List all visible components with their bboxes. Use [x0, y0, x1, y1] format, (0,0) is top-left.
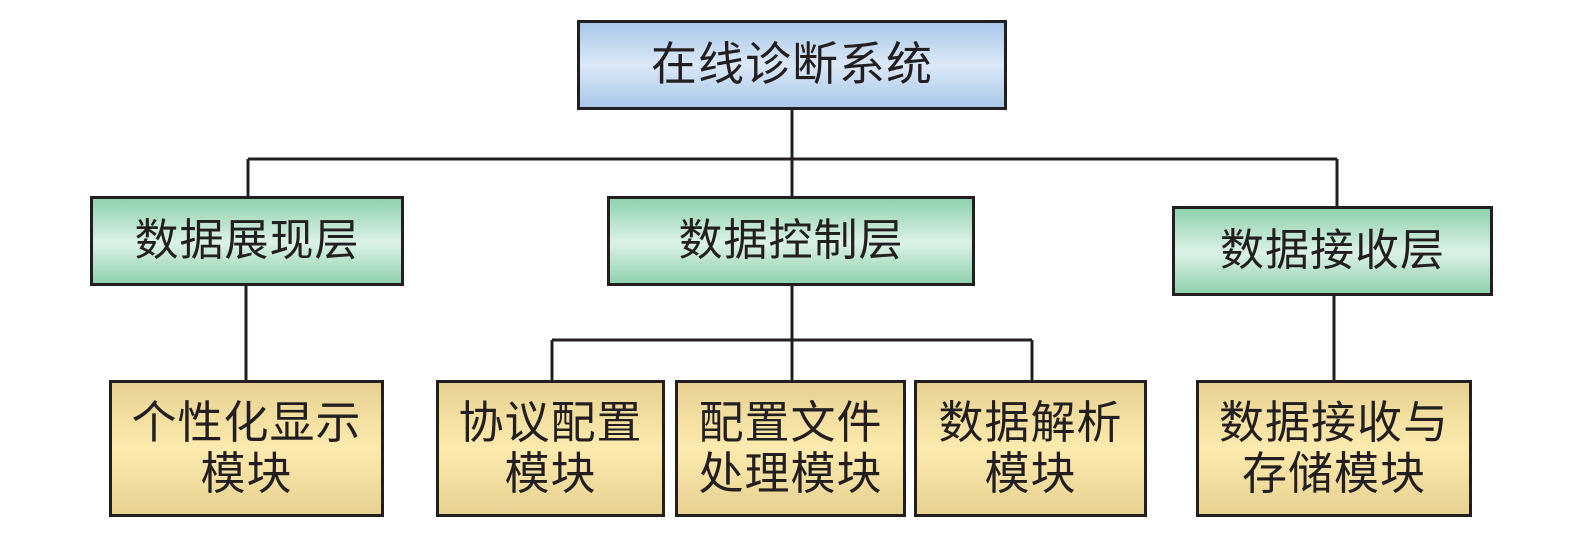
module-node-protocol-config: 协议配置 模块: [436, 380, 665, 517]
layer-node-label: 数据展现层: [134, 215, 360, 267]
module-label-line: 数据解析: [938, 396, 1123, 450]
layer-node-label: 数据控制层: [678, 215, 904, 267]
module-node-label: 个性化显示 模块: [131, 396, 362, 500]
module-label-line: 数据接收与: [1218, 396, 1449, 450]
module-label-line: 模块: [984, 446, 1077, 500]
module-label-line: 处理模块: [698, 446, 883, 500]
module-node-data-parsing: 数据解析 模块: [914, 380, 1147, 517]
layer-node-data-receive: 数据接收层: [1172, 206, 1493, 296]
module-label-line: 协议配置: [458, 396, 643, 450]
module-label-line: 存储模块: [1241, 446, 1426, 500]
module-label-line: 配置文件: [698, 396, 883, 450]
layer-node-label: 数据接收层: [1220, 225, 1445, 277]
module-label-line: 模块: [504, 446, 597, 500]
module-node-label: 数据接收与 存储模块: [1218, 396, 1449, 500]
root-node-online-diagnosis-system: 在线诊断系统: [577, 20, 1007, 110]
module-node-personalized-display: 个性化显示 模块: [109, 380, 384, 517]
module-node-label: 协议配置 模块: [458, 396, 643, 500]
layer-node-data-control: 数据控制层: [607, 196, 975, 286]
module-node-config-file-processing: 配置文件 处理模块: [675, 380, 906, 517]
module-node-label: 数据解析 模块: [938, 396, 1123, 500]
module-node-data-receive-storage: 数据接收与 存储模块: [1196, 380, 1472, 517]
root-node-label: 在线诊断系统: [651, 37, 933, 92]
module-label-line: 模块: [200, 446, 293, 500]
module-label-line: 个性化显示: [131, 396, 362, 450]
layer-node-data-presentation: 数据展现层: [90, 196, 404, 286]
module-node-label: 配置文件 处理模块: [698, 396, 883, 500]
